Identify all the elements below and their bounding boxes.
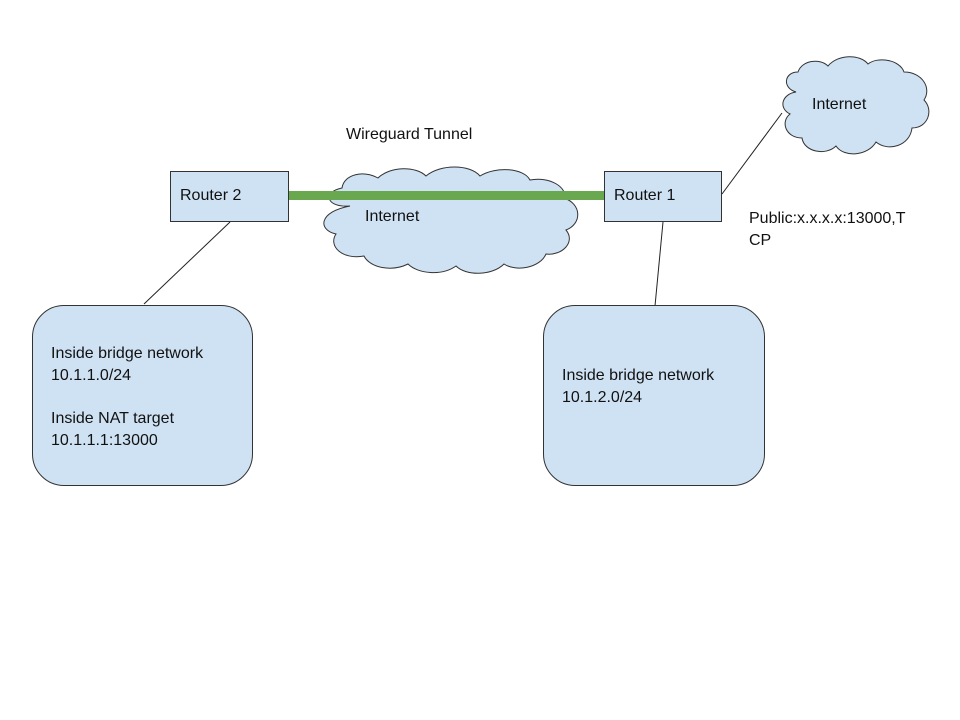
- internet-cloud-middle: [323, 166, 579, 274]
- router-2-label: Router 2: [180, 187, 242, 204]
- public-address-line1: Public:x.x.x.x:13000,T: [749, 210, 906, 227]
- internet-label-top-right: Internet: [812, 96, 867, 113]
- inside-network-right: Inside bridge network 10.1.2.0/24: [543, 305, 765, 486]
- router-2-box: Router 2: [170, 171, 289, 222]
- wireguard-tunnel-bar: [288, 191, 606, 200]
- network-right-line1: Inside bridge network: [562, 367, 715, 384]
- network-left-line1: Inside bridge network: [51, 345, 204, 362]
- public-address-line2: CP: [749, 232, 772, 249]
- router-1-box: Router 1: [604, 171, 722, 222]
- internet-cloud-top-right: [782, 56, 930, 155]
- link-router1-internet: [721, 112, 783, 195]
- network-left-line4: 10.1.1.1:13000: [51, 432, 158, 449]
- network-left-line2: 10.1.1.0/24: [51, 367, 132, 384]
- internet-label-middle: Internet: [365, 208, 420, 225]
- router-1-label: Router 1: [614, 187, 676, 204]
- inside-network-left: Inside bridge network 10.1.1.0/24 Inside…: [32, 305, 253, 486]
- cloud-shape-top-right: [782, 56, 930, 155]
- link-router1-network-right: [654, 221, 664, 307]
- cloud-shape-middle: [323, 166, 579, 274]
- network-right-line2: 10.1.2.0/24: [562, 389, 643, 406]
- link-router2-network-left: [143, 221, 231, 305]
- wireguard-tunnel-label: Wireguard Tunnel: [346, 126, 473, 143]
- network-left-line3: Inside NAT target: [51, 410, 175, 427]
